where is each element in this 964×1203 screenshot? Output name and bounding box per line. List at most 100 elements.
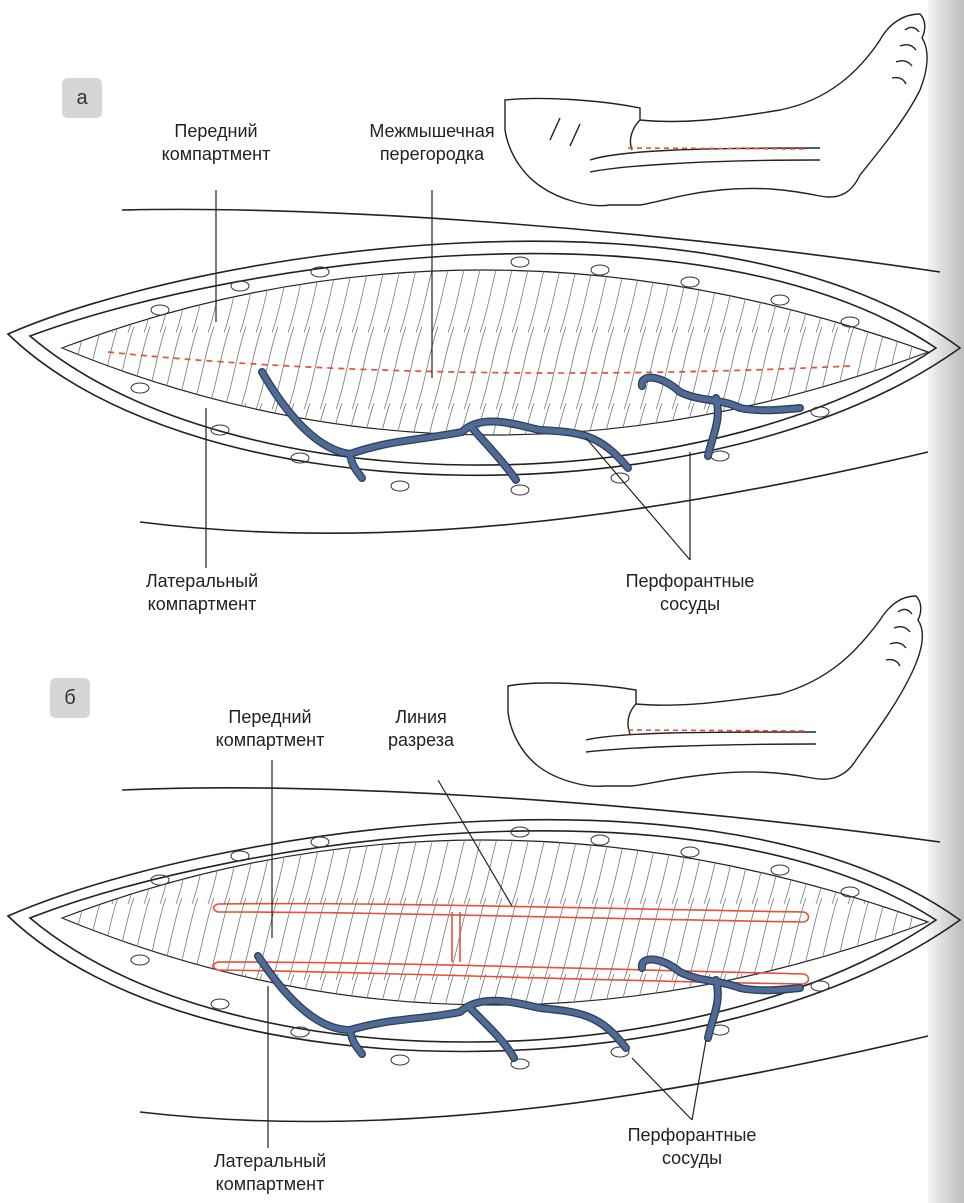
label-line: сосуды (620, 593, 760, 616)
fat-lobule (841, 887, 859, 897)
muscle-fiber (752, 822, 774, 904)
leg-sketch-a (505, 14, 927, 206)
fat-lobule (391, 481, 409, 491)
label-line: Латеральный (132, 570, 272, 593)
muscle-fiber (384, 327, 406, 410)
muscle-fiber (608, 403, 630, 486)
muscle-fiber (224, 250, 246, 333)
muscle-fiber (144, 327, 166, 410)
muscle-fiber (640, 327, 662, 410)
muscle-fiber (96, 250, 118, 333)
label-lateral-compartment-b: Латеральный компартмент (200, 1150, 340, 1196)
muscle-fiber (368, 898, 390, 980)
muscle-fiber (208, 898, 230, 980)
muscle-fiber (608, 898, 630, 980)
muscle-fiber (720, 327, 742, 410)
muscle-fiber (384, 974, 406, 1056)
muscle-fiber (208, 327, 230, 410)
muscle-fiber (432, 898, 454, 980)
muscle-fiber (896, 327, 918, 410)
muscle-fiber (640, 974, 662, 1056)
muscle-fiber (736, 822, 758, 904)
muscle-fiber (864, 898, 886, 980)
muscle-fiber (192, 250, 214, 333)
muscle-fiber (896, 403, 918, 486)
muscle-fiber (112, 822, 134, 904)
skin-outline-b (8, 788, 960, 1122)
muscle-fiber (480, 327, 502, 410)
muscle-fiber (416, 250, 438, 333)
muscle-fiber (816, 327, 838, 410)
muscle-fiber (288, 327, 310, 410)
label-anterior-compartment-a: Передний компартмент (160, 120, 272, 166)
muscle-fiber (592, 822, 614, 904)
muscle-fiber (48, 822, 70, 904)
muscle-fiber (304, 898, 326, 980)
muscle-fiber (144, 250, 166, 333)
muscle-fiber (480, 974, 502, 1056)
label-line: Передний (160, 120, 272, 143)
muscle-fiber (64, 822, 86, 904)
muscle-fiber (816, 898, 838, 980)
fat-lobule (511, 827, 529, 837)
fat-lobule (391, 1055, 409, 1065)
fat-lobule (591, 265, 609, 275)
muscle-fiber (912, 974, 934, 1056)
muscle-fiber (496, 250, 518, 333)
muscle-fiber (784, 250, 806, 333)
leg-sketch-b (508, 596, 922, 786)
muscle-fiber (448, 250, 470, 333)
muscle-fiber (176, 898, 198, 980)
muscle-fiber (400, 898, 422, 980)
intermuscular-septum-line (108, 352, 850, 373)
muscle-fiber (432, 403, 454, 486)
fat-lobule (511, 257, 529, 267)
muscle-fiber (288, 898, 310, 980)
muscle-fiber (512, 327, 534, 410)
muscle-fiber (752, 403, 774, 486)
fat-lobule (841, 317, 859, 327)
muscle-fiber (48, 403, 70, 486)
muscle-fiber (320, 250, 342, 333)
muscle-fiber (768, 822, 790, 904)
muscle-fiber (448, 403, 470, 486)
fat-lobule (211, 999, 229, 1009)
muscle-fiber (480, 898, 502, 980)
muscle-fiber (640, 403, 662, 486)
label-line: разреза (378, 729, 464, 752)
muscle-fiber (768, 250, 790, 333)
muscle-fiber (240, 898, 262, 980)
label-line: Перфорантные (622, 1124, 762, 1147)
fat-lobule (231, 851, 249, 861)
muscle-fiber (880, 974, 902, 1056)
muscle-fiber (304, 250, 326, 333)
muscle-fiber (720, 250, 742, 333)
fat-lobule (811, 407, 829, 417)
muscle-fiber (848, 403, 870, 486)
muscle-fiber (544, 327, 566, 410)
muscle-fiber (736, 327, 758, 410)
panel-badge-b: б (50, 678, 90, 718)
muscle-fiber (496, 898, 518, 980)
muscle-fiber (752, 898, 774, 980)
muscle-fiber (656, 822, 678, 904)
label-anterior-compartment-b: Передний компартмент (210, 706, 330, 752)
muscle-fiber (848, 974, 870, 1056)
muscle-fiber (800, 250, 822, 333)
muscle-fiber (480, 250, 502, 333)
fat-lobule (511, 485, 529, 495)
muscle-fiber (272, 822, 294, 904)
panel-a (8, 14, 960, 568)
muscle-fiber (336, 250, 358, 333)
muscle-fiber (544, 822, 566, 904)
muscle-fiber (512, 974, 534, 1056)
fat-lobule (771, 865, 789, 875)
muscle-fiber (544, 250, 566, 333)
muscle-fiber (352, 822, 374, 904)
muscle-fiber (400, 250, 422, 333)
muscle-fiber (160, 250, 182, 333)
muscle-fiber (528, 327, 550, 410)
muscle-fiber (48, 250, 70, 333)
muscle-fiber (688, 822, 710, 904)
leader-lines-b (268, 760, 706, 1148)
